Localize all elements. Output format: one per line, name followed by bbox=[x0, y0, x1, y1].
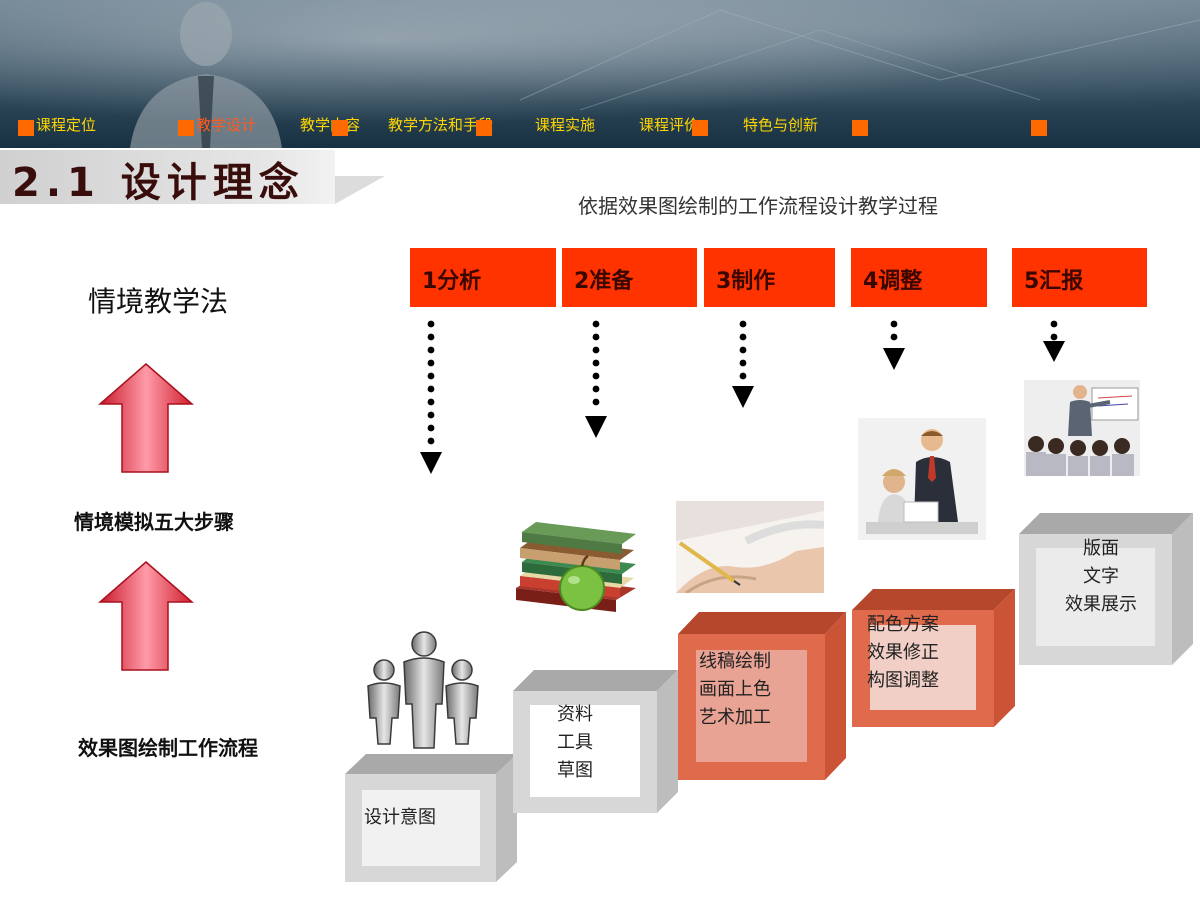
nav-item-positioning[interactable]: 课程定位 bbox=[36, 116, 97, 134]
nav-item-features-innovation[interactable]: 特色与创新 bbox=[743, 116, 819, 134]
nav-marker bbox=[1031, 120, 1047, 136]
books-apple-icon bbox=[516, 522, 636, 612]
banner-lines-decor bbox=[520, 9, 1200, 110]
stair-block-5 bbox=[1019, 513, 1193, 665]
stair-text-3: 线稿绘制 画面上色 艺术加工 bbox=[699, 651, 771, 728]
step-header-preparation: 2准备 bbox=[562, 248, 697, 307]
method-label: 情境教学法 bbox=[88, 285, 229, 318]
nav-marker bbox=[476, 120, 492, 136]
drawing-hand-icon bbox=[676, 501, 824, 593]
page-subtitle: 依据效果图绘制的工作流程设计教学过程 bbox=[578, 194, 938, 218]
step-header-production: 3制作 bbox=[704, 248, 835, 307]
nav-marker bbox=[332, 120, 348, 136]
workflow-label: 效果图绘制工作流程 bbox=[78, 736, 258, 760]
step-header-analysis: 1分析 bbox=[410, 248, 556, 307]
steps-label: 情境模拟五大步骤 bbox=[74, 510, 234, 534]
nav-marker bbox=[178, 120, 194, 136]
up-arrow-icon bbox=[98, 561, 194, 671]
nav-marker bbox=[852, 120, 868, 136]
page-title: 2.1 设计理念 bbox=[12, 160, 305, 206]
header-banner: 课程定位 教学设计 教学内容 教学方法和手段 课程实施 课程评价 特色与创新 bbox=[0, 0, 1200, 148]
stair-text-1: 设计意图 bbox=[364, 807, 436, 828]
stair-text-5: 版面 文字 效果展示 bbox=[1065, 538, 1137, 615]
stair-text-2: 资料 工具 草图 bbox=[557, 704, 593, 781]
nav-marker bbox=[18, 120, 34, 136]
people-figures-icon bbox=[367, 631, 479, 749]
stair-block-1 bbox=[345, 754, 517, 882]
step-header-report: 5汇报 bbox=[1012, 248, 1147, 307]
nav-item-course-evaluation[interactable]: 课程评价 bbox=[639, 116, 700, 134]
title-background bbox=[0, 150, 385, 204]
nav-item-teaching-design[interactable]: 教学设计 bbox=[196, 116, 257, 134]
meeting-people-icon bbox=[858, 418, 986, 540]
stair-text-4: 配色方案 效果修正 构图调整 bbox=[867, 614, 939, 691]
nav-item-teaching-methods[interactable]: 教学方法和手段 bbox=[388, 116, 494, 134]
nav-marker bbox=[692, 120, 708, 136]
step-header-adjustment: 4调整 bbox=[851, 248, 987, 307]
up-arrow-icon bbox=[98, 363, 194, 473]
stair-block-2 bbox=[513, 670, 678, 813]
nav-item-course-implementation[interactable]: 课程实施 bbox=[535, 116, 596, 134]
stair-block-4 bbox=[852, 589, 1015, 727]
stair-block-3 bbox=[678, 612, 846, 780]
top-nav: 课程定位 教学设计 教学内容 教学方法和手段 课程实施 课程评价 特色与创新 bbox=[0, 108, 1200, 142]
presentation-icon bbox=[1024, 380, 1140, 476]
business-person-icon bbox=[130, 2, 282, 148]
